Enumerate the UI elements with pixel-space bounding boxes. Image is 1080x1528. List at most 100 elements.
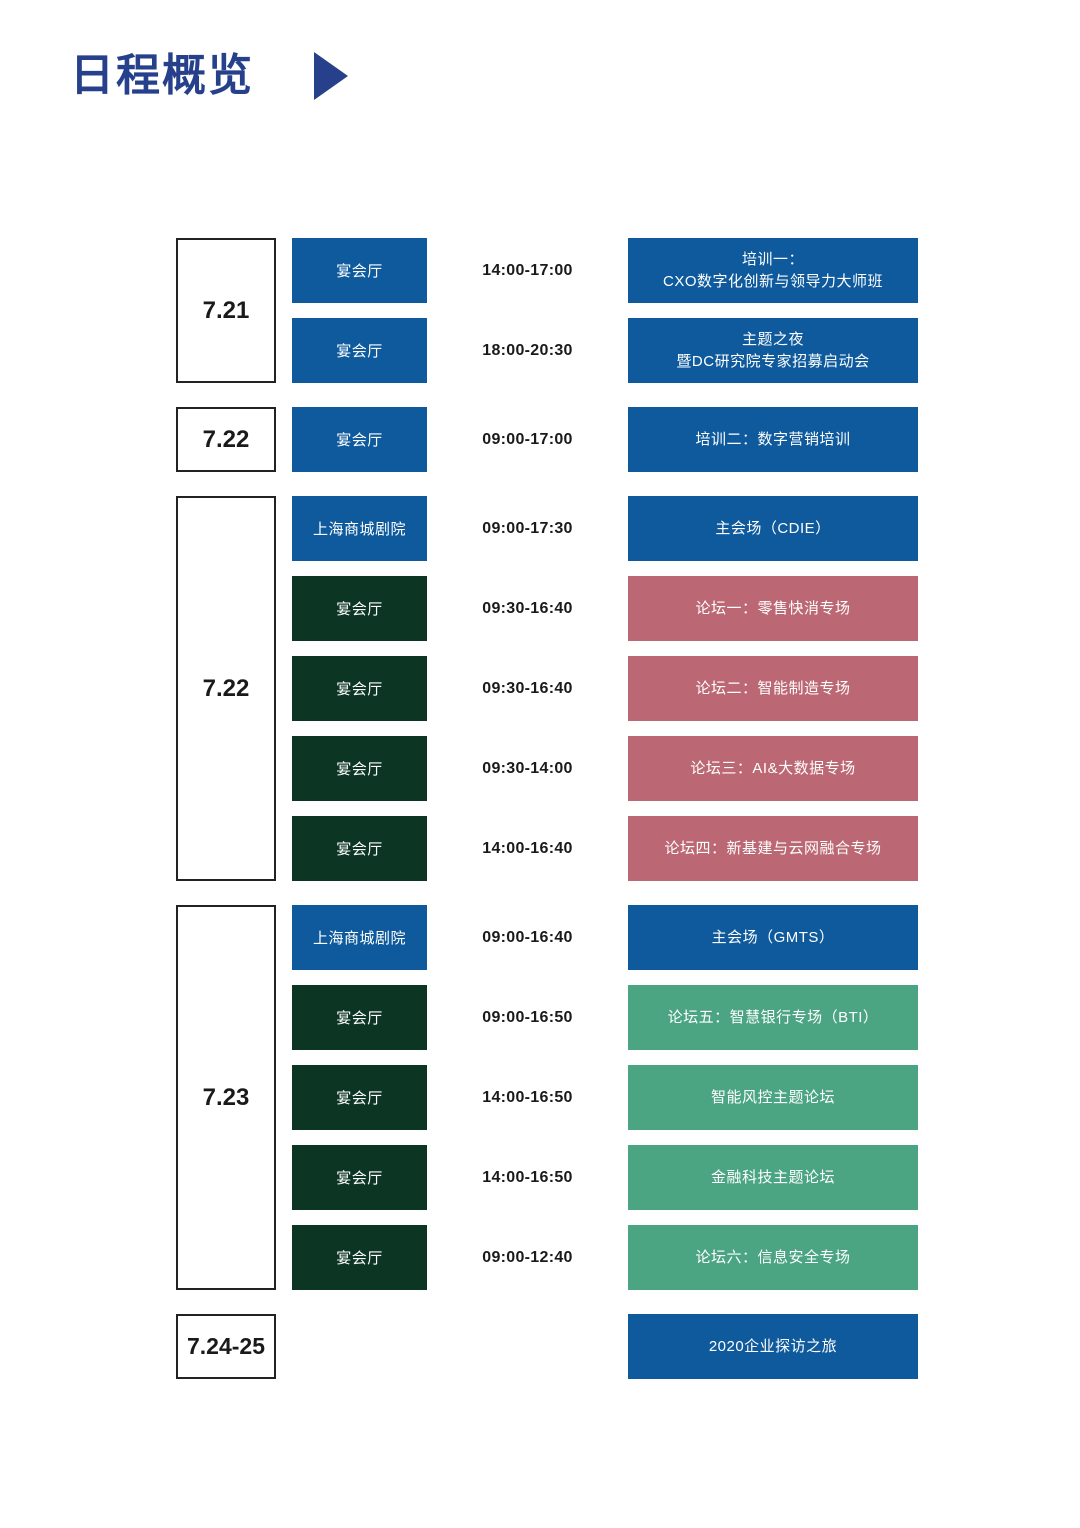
venue-label: 上海商城剧院 [312,521,406,538]
time-label: 09:00-16:40 [482,928,573,946]
day-rows: 宴会厅 09:00-17:00 培训二：数字营销培训 [276,407,1080,472]
venue-box[interactable]: 宴会厅 [292,238,427,303]
time-cell [427,1314,628,1379]
play-triangle-icon [314,52,348,100]
event-box[interactable]: 论坛二：智能制造专场 [628,656,918,721]
schedule-row: 宴会厅 09:30-16:40 论坛一：零售快消专场 [276,576,1080,641]
venue-box[interactable]: 宴会厅 [292,407,427,472]
time-cell: 09:00-16:50 [427,985,628,1050]
event-box[interactable]: 培训一： CXO数字化创新与领导力大师班 [628,238,918,303]
date-cell: 7.22 [176,407,276,472]
date-label: 7.23 [202,1083,250,1111]
event-label: 论坛三：AI&大数据专场 [690,759,856,777]
event-box[interactable]: 论坛五：智慧银行专场（BTI） [628,985,918,1050]
venue-label: 上海商城剧院 [312,930,406,947]
event-label: 论坛四：新基建与云网融合专场 [664,839,882,857]
event-label: 智能风控主题论坛 [710,1088,835,1106]
time-cell: 09:30-16:40 [427,576,628,641]
schedule-row: 宴会厅 09:00-17:00 培训二：数字营销培训 [276,407,1080,472]
date-cell: 7.24-25 [176,1314,276,1379]
event-label: 主会场（GMTS） [711,928,835,946]
time-cell: 14:00-16:50 [427,1145,628,1210]
venue-label: 宴会厅 [336,841,383,858]
time-label: 09:30-16:40 [482,599,573,617]
schedule-row: 宴会厅 14:00-17:00 培训一： CXO数字化创新与领导力大师班 [276,238,1080,303]
venue-box[interactable]: 宴会厅 [292,736,427,801]
venue-label: 宴会厅 [336,343,383,360]
date-cell: 7.23 [176,905,276,1290]
venue-box[interactable]: 宴会厅 [292,985,427,1050]
venue-box[interactable]: 宴会厅 [292,656,427,721]
time-label: 09:00-16:50 [482,1008,573,1026]
venue-label: 宴会厅 [336,432,383,449]
venue-label: 宴会厅 [336,761,383,778]
time-label: 09:30-16:40 [482,679,573,697]
event-box[interactable]: 金融科技主题论坛 [628,1145,918,1210]
time-label: 14:00-16:50 [482,1088,573,1106]
time-label: 09:00-12:40 [482,1248,573,1266]
time-label: 09:00-17:00 [482,430,573,448]
event-label: 培训二：数字营销培训 [695,430,851,448]
event-box[interactable]: 论坛四：新基建与云网融合专场 [628,816,918,881]
venue-label: 宴会厅 [336,1170,383,1187]
schedule-row: 2020企业探访之旅 [276,1314,1080,1379]
schedule-row: 上海商城剧院 09:00-16:40 主会场（GMTS） [276,905,1080,970]
schedule-row: 宴会厅 14:00-16:40 论坛四：新基建与云网融合专场 [276,816,1080,881]
page-header: 日程概览 [70,52,348,100]
schedule-row: 宴会厅 09:30-16:40 论坛二：智能制造专场 [276,656,1080,721]
day-group: 7.24-25 2020企业探访之旅 [0,1314,1080,1379]
venue-label: 宴会厅 [336,263,383,280]
event-label: 主题之夜 暨DC研究院专家招募启动会 [676,330,870,370]
page-title: 日程概览 [70,51,254,100]
venue-box[interactable]: 宴会厅 [292,1065,427,1130]
day-rows: 2020企业探访之旅 [276,1314,1080,1379]
venue-label: 宴会厅 [336,1250,383,1267]
event-label: 金融科技主题论坛 [710,1168,835,1186]
venue-box[interactable]: 宴会厅 [292,1225,427,1290]
event-box[interactable]: 论坛三：AI&大数据专场 [628,736,918,801]
venue-box[interactable]: 宴会厅 [292,318,427,383]
event-box[interactable]: 智能风控主题论坛 [628,1065,918,1130]
venue-box[interactable]: 上海商城剧院 [292,905,427,970]
venue-label: 宴会厅 [336,601,383,618]
event-label: 论坛二：智能制造专场 [695,679,851,697]
time-cell: 09:00-12:40 [427,1225,628,1290]
event-box[interactable]: 2020企业探访之旅 [628,1314,918,1379]
time-cell: 14:00-16:40 [427,816,628,881]
time-cell: 09:00-17:00 [427,407,628,472]
venue-label: 宴会厅 [336,1090,383,1107]
date-label: 7.21 [202,296,250,324]
venue-box[interactable]: 宴会厅 [292,576,427,641]
day-group: 7.23 上海商城剧院 09:00-16:40 主会场（GMTS） 宴会厅 09:00-1… [0,905,1080,1290]
event-box[interactable]: 主题之夜 暨DC研究院专家招募启动会 [628,318,918,383]
date-label: 7.24-25 [186,1333,265,1359]
time-label: 14:00-17:00 [482,261,573,279]
venue-box[interactable]: 宴会厅 [292,816,427,881]
event-label: 2020企业探访之旅 [708,1337,838,1355]
venue-label: 宴会厅 [336,1010,383,1027]
event-box[interactable]: 主会场（GMTS） [628,905,918,970]
date-label: 7.22 [202,425,250,453]
schedule-row: 宴会厅 09:30-14:00 论坛三：AI&大数据专场 [276,736,1080,801]
time-label: 14:00-16:40 [482,839,573,857]
time-label: 09:30-14:00 [482,759,573,777]
time-cell: 09:00-17:30 [427,496,628,561]
event-box[interactable]: 培训二：数字营销培训 [628,407,918,472]
day-rows: 上海商城剧院 09:00-16:40 主会场（GMTS） 宴会厅 09:00-16:50… [276,905,1080,1290]
event-box[interactable]: 论坛一：零售快消专场 [628,576,918,641]
day-group: 7.22 宴会厅 09:00-17:00 培训二：数字营销培训 [0,407,1080,472]
venue-box[interactable]: 上海商城剧院 [292,496,427,561]
event-box[interactable]: 主会场（CDIE） [628,496,918,561]
time-cell: 14:00-17:00 [427,238,628,303]
schedule-row: 宴会厅 14:00-16:50 智能风控主题论坛 [276,1065,1080,1130]
time-cell: 09:30-14:00 [427,736,628,801]
time-cell: 18:00-20:30 [427,318,628,383]
event-box[interactable]: 论坛六：信息安全专场 [628,1225,918,1290]
venue-box[interactable]: 宴会厅 [292,1145,427,1210]
